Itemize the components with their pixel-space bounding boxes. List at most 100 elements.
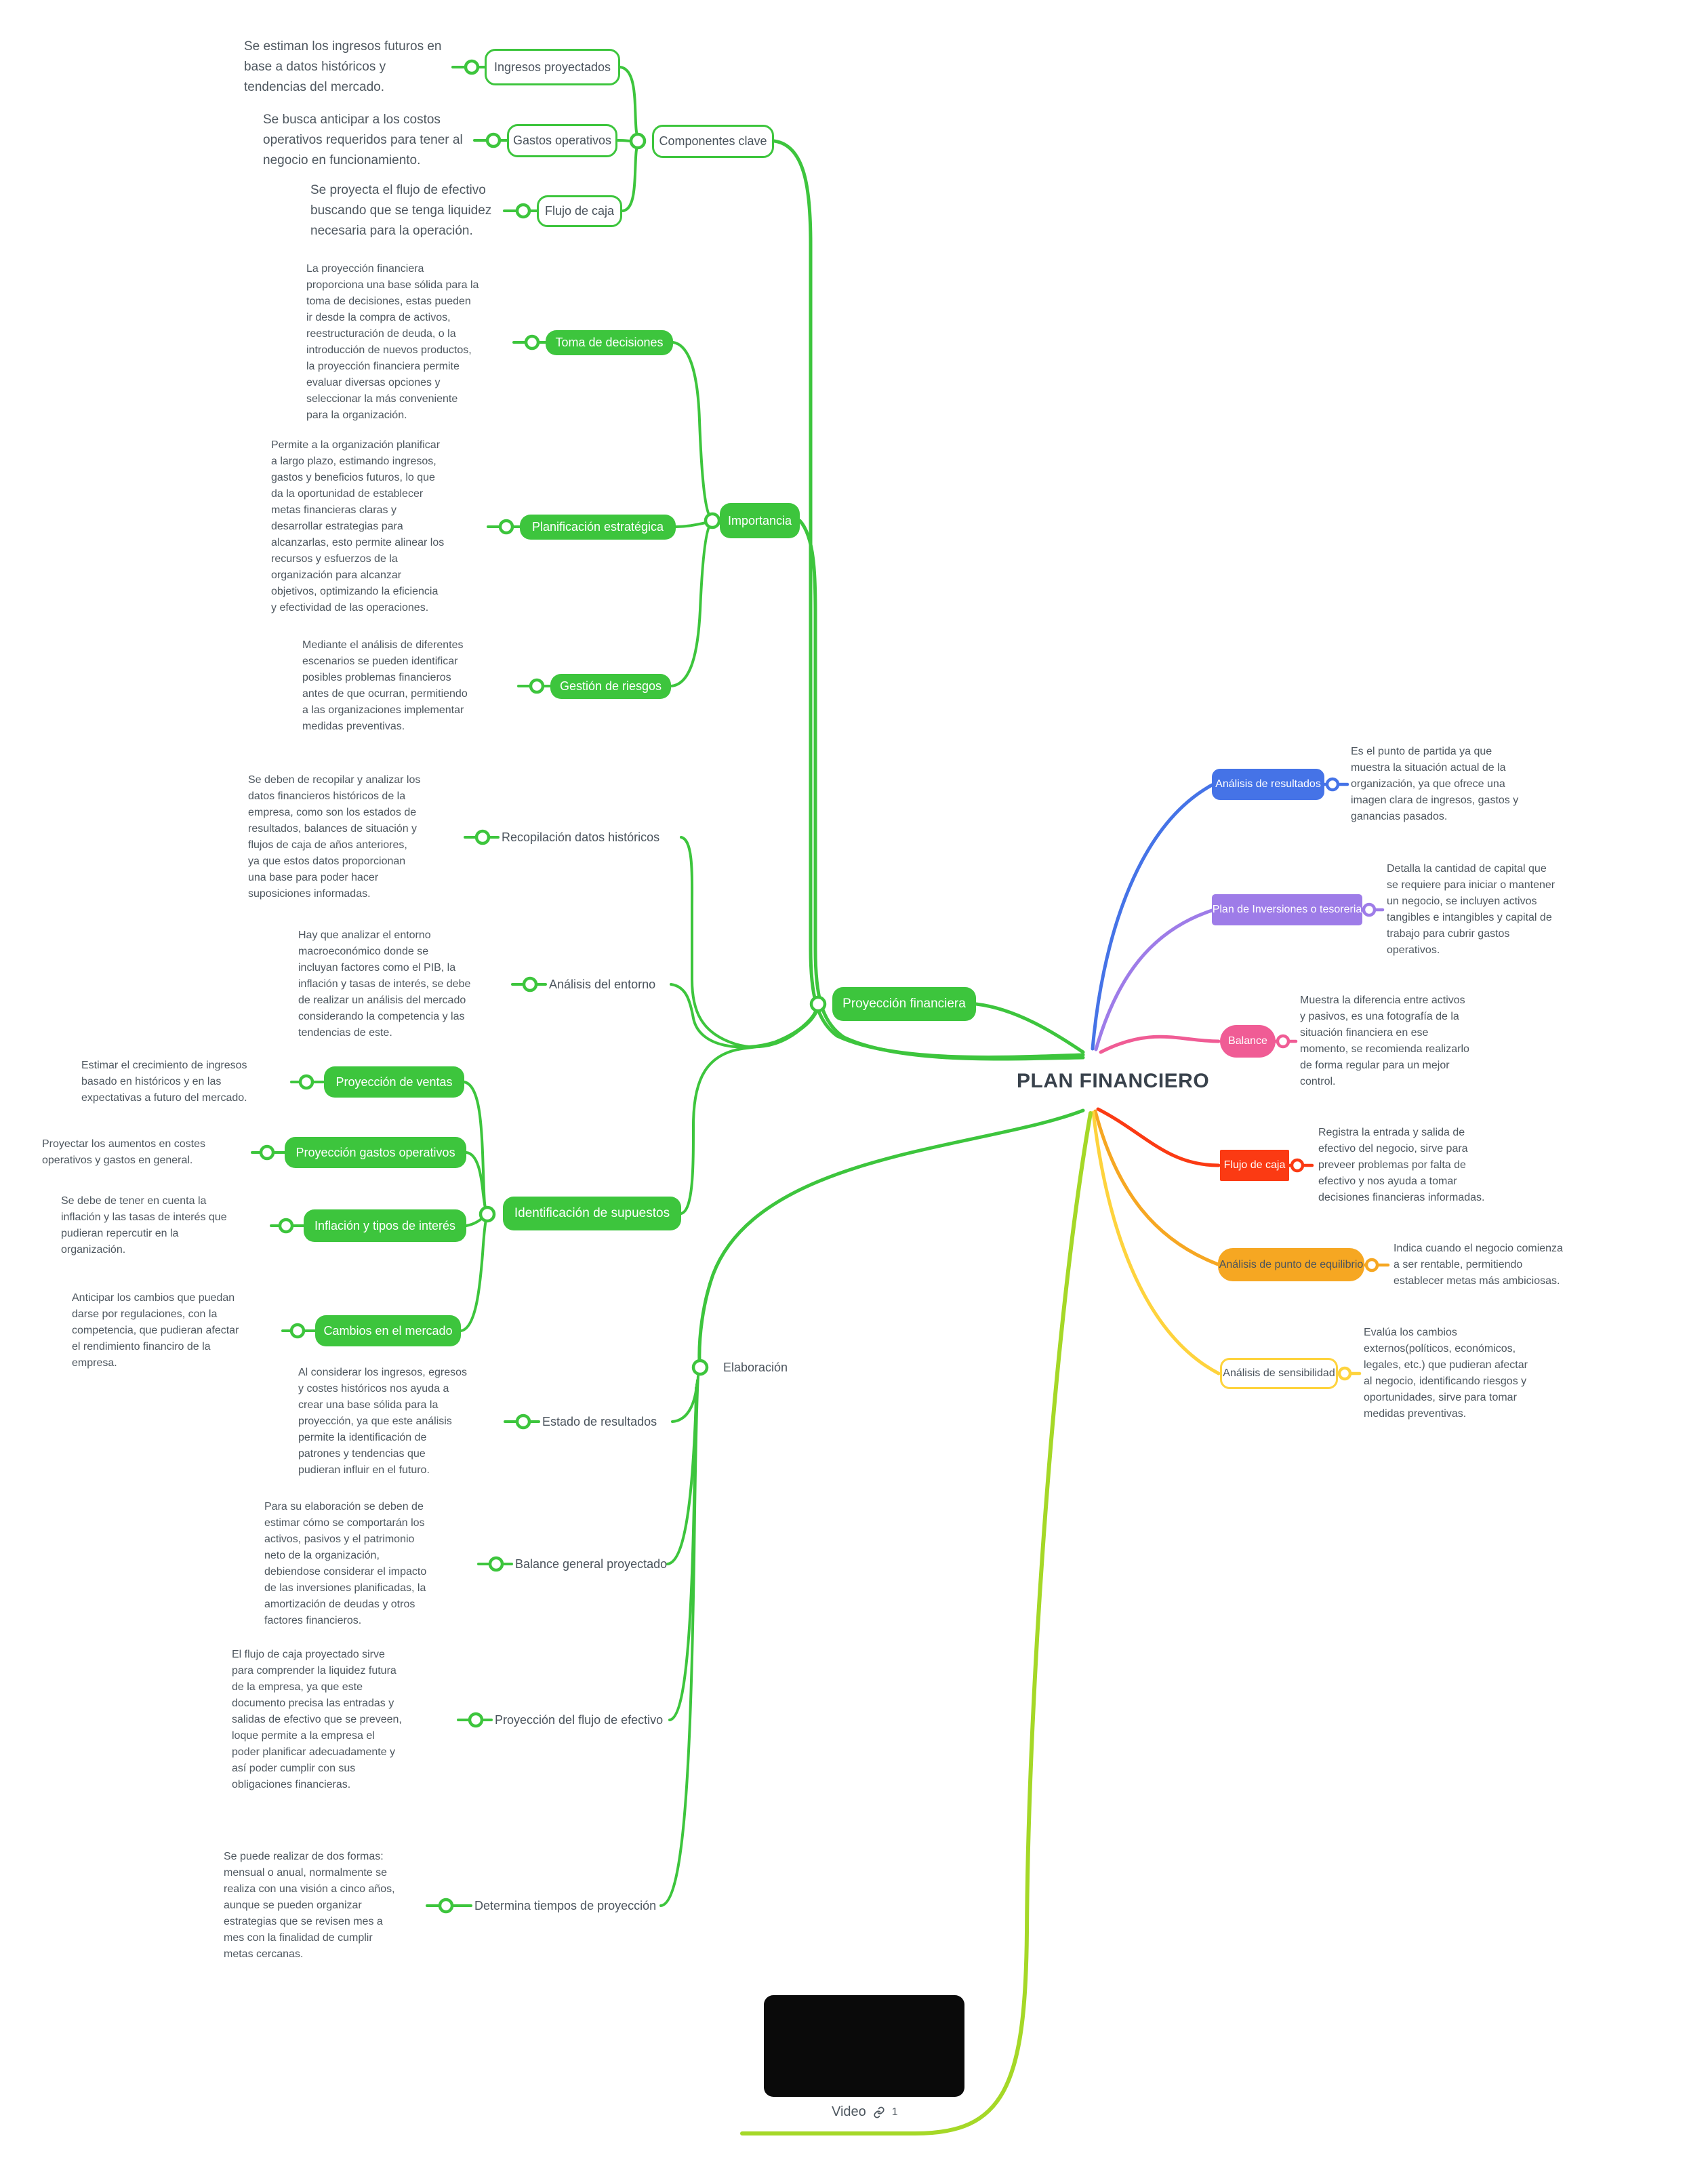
node-balance[interactable]: Balance xyxy=(1220,1025,1276,1058)
node-label: Importancia xyxy=(727,513,792,527)
video-label[interactable]: Video xyxy=(832,2104,866,2119)
note-toma: La proyección financiera proporciona una… xyxy=(306,263,479,421)
node-label: Flujo de caja xyxy=(544,204,615,218)
topic-estado-de-resultados[interactable]: Estado de resultados xyxy=(542,1415,657,1428)
node-identificacion-de-supuestos[interactable]: Identificación de supuestos xyxy=(503,1197,681,1230)
node-planificacion-estrategica[interactable]: Planificación estratégica xyxy=(520,515,676,540)
note-recopilacion: Se deben de recopilar y analizar los dat… xyxy=(248,774,421,900)
note-proy-gastos: Proyectar los aumentos en costes operati… xyxy=(42,1138,206,1166)
branch-plan-inversiones xyxy=(1094,908,1214,1051)
node-label: Proyección gastos operativos xyxy=(296,1145,455,1159)
node-plan-de-inversiones-o-tesoreria[interactable]: Plan de Inversiones o tesoreria xyxy=(1212,894,1362,925)
connector-dot[interactable] xyxy=(298,1074,314,1090)
connector-dot[interactable] xyxy=(289,1323,306,1339)
note-balance-general: Para su elaboración se deben de estimar … xyxy=(264,1501,427,1626)
connector-dot[interactable] xyxy=(259,1144,275,1161)
connector-dot[interactable] xyxy=(474,829,491,845)
central-topic[interactable]: PLAN FINANCIERO xyxy=(1017,1070,1210,1092)
connector-dot[interactable] xyxy=(468,1712,484,1728)
connector-dot[interactable] xyxy=(524,334,540,350)
connector-dot[interactable] xyxy=(1325,777,1340,792)
node-inflacion-y-tipos-de-interes[interactable]: Inflación y tipos de interés xyxy=(304,1209,466,1242)
connector-dot[interactable] xyxy=(485,132,502,148)
topic-analisis-del-entorno[interactable]: Análisis del entorno xyxy=(549,978,656,991)
branch-elaboracion xyxy=(697,1108,1085,1363)
connector-dot[interactable] xyxy=(1337,1366,1352,1381)
junction-dot[interactable] xyxy=(629,132,647,150)
note-plan-inversiones: Detalla la cantidad de capital que se re… xyxy=(1387,863,1556,956)
link-count[interactable]: 1 xyxy=(891,2106,898,2118)
topic-balance-general-proyectado[interactable]: Balance general proyectado xyxy=(515,1557,668,1571)
junction-dot[interactable] xyxy=(479,1205,496,1223)
topic-proyeccion-del-flujo-de-efectivo[interactable]: Proyección del flujo de efectivo xyxy=(495,1713,664,1727)
connector-dot[interactable] xyxy=(1276,1034,1290,1049)
branch-video xyxy=(740,1111,1093,2135)
node-cambios-en-el-mercado[interactable]: Cambios en el mercado xyxy=(315,1315,461,1346)
node-proyeccion-de-ventas[interactable]: Proyección de ventas xyxy=(324,1066,464,1098)
node-label: Proyección de ventas xyxy=(336,1075,453,1089)
branch-punto-equilibrio xyxy=(1093,1109,1220,1266)
connector-dot[interactable] xyxy=(498,519,514,535)
note-planificacion: Permite a la organización planificar a l… xyxy=(271,439,445,614)
junction-dot[interactable] xyxy=(809,995,827,1013)
note-ingresos: Se estiman los ingresos futuros en base … xyxy=(244,39,442,94)
node-label: Inflación y tipos de interés xyxy=(314,1218,456,1232)
connector-dot[interactable] xyxy=(515,203,531,219)
junction-dot[interactable] xyxy=(704,512,721,529)
node-label: Identificación de supuestos xyxy=(514,1206,670,1220)
connector-dot[interactable] xyxy=(522,976,538,992)
node-proyeccion-gastos-operativos[interactable]: Proyección gastos operativos xyxy=(285,1137,466,1168)
node-importancia[interactable]: Importancia xyxy=(720,503,800,538)
connector-dot[interactable] xyxy=(1364,1258,1379,1272)
video-caption: Video 1 xyxy=(832,2104,898,2120)
topic-elaboracion[interactable]: Elaboración xyxy=(723,1361,788,1374)
node-ingresos-proyectados[interactable]: Ingresos proyectados xyxy=(485,49,620,85)
connector-dot[interactable] xyxy=(515,1413,531,1430)
connector-dot[interactable] xyxy=(488,1556,504,1572)
node-label: Análisis de punto de equilibrio xyxy=(1219,1258,1364,1270)
connector-dot[interactable] xyxy=(529,678,545,694)
note-balance: Muestra la diferencia entre activos y pa… xyxy=(1300,995,1469,1087)
node-componentes-clave[interactable]: Componentes clave xyxy=(652,125,774,158)
junction-dot[interactable] xyxy=(691,1359,709,1376)
node-analisis-de-punto-de-equilibrio[interactable]: Análisis de punto de equilibrio xyxy=(1218,1248,1364,1281)
note-analisis-resultados: Es el punto de partida ya que muestra la… xyxy=(1351,746,1519,822)
node-gastos-operativos[interactable]: Gastos operativos xyxy=(507,124,617,157)
node-proyeccion-financiera[interactable]: Proyección financiera xyxy=(832,987,976,1021)
node-label: Componentes clave xyxy=(659,134,767,148)
note-punto-equilibrio: Indica cuando el negocio comienza a ser … xyxy=(1394,1243,1563,1287)
node-label: Análisis de sensibilidad xyxy=(1223,1367,1335,1379)
note-flujo-caja-der: Registra la entrada y salida de efectivo… xyxy=(1318,1127,1485,1203)
connector-dot[interactable] xyxy=(464,59,480,75)
node-analisis-de-resultados[interactable]: Análisis de resultados xyxy=(1212,769,1324,800)
connector-dot[interactable] xyxy=(278,1218,294,1234)
note-gestion: Mediante el análisis de diferentes escen… xyxy=(302,639,468,732)
node-label: Plan de Inversiones o tesoreria xyxy=(1212,904,1362,915)
topic-determina-tiempos-de-proyeccion[interactable]: Determina tiempos de proyección xyxy=(474,1899,657,1912)
node-label: Planificación estratégica xyxy=(531,520,664,534)
node-label: Toma de decisiones xyxy=(555,336,664,349)
node-flujo-de-caja-der[interactable]: Flujo de caja xyxy=(1220,1150,1289,1181)
topic-recopilacion-datos-historicos[interactable]: Recopilación datos históricos xyxy=(502,830,660,844)
node-gestion-de-riesgos[interactable]: Gestión de riesgos xyxy=(550,674,671,699)
branch-importancia xyxy=(798,519,1085,1061)
node-label: Gastos operativos xyxy=(512,134,612,147)
node-flujo-de-caja-izq[interactable]: Flujo de caja xyxy=(537,195,622,227)
note-cambios: Anticipar los cambios que puedan darse p… xyxy=(72,1292,239,1369)
branch-componentes xyxy=(772,139,1085,1059)
node-toma-de-decisiones[interactable]: Toma de decisiones xyxy=(546,330,673,355)
note-gastos: Se busca anticipar a los costos operativ… xyxy=(263,113,463,167)
connector-dot[interactable] xyxy=(1362,902,1377,917)
node-analisis-de-sensibilidad[interactable]: Análisis de sensibilidad xyxy=(1220,1358,1338,1389)
connector-dot[interactable] xyxy=(1290,1158,1305,1173)
link-icon[interactable] xyxy=(873,2106,885,2119)
node-label: Ingresos proyectados xyxy=(493,60,611,74)
node-label: Flujo de caja xyxy=(1223,1159,1286,1171)
branch-flujo-caja xyxy=(1096,1107,1221,1167)
branch-proyeccion xyxy=(974,1002,1085,1054)
video-thumbnail[interactable] xyxy=(764,1995,964,2097)
branch-sensibilidad xyxy=(1091,1110,1221,1376)
connector-dot[interactable] xyxy=(438,1898,454,1914)
